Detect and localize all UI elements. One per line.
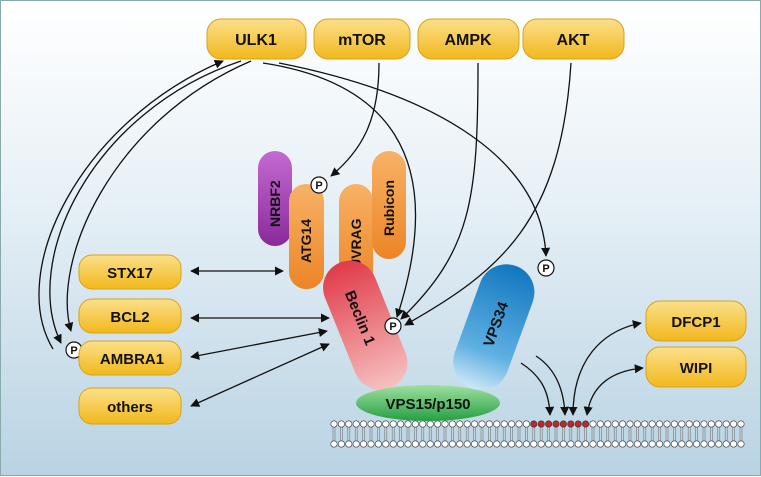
stx17-label: STX17 (107, 265, 153, 282)
dfcp1-label: DFCP1 (671, 314, 720, 331)
arrow-akt-to-beclin1 (404, 62, 572, 326)
vps15-label: VPS15/p150 (385, 396, 470, 413)
wipi-box: WIPI (645, 346, 747, 388)
akt-box: AKT (522, 18, 625, 60)
effector-boxes: DFCP1 WIPI (645, 300, 747, 388)
phospho-vps34: P (537, 259, 555, 277)
vps15-subunit (356, 385, 500, 421)
pi3k-complex: NRBF2 UVRAG Rubicon ATG14 VPS34 Beclin 1… (258, 151, 535, 421)
ulk1-box: ULK1 (206, 18, 307, 60)
beclin1-subunit (323, 260, 408, 390)
mtor-box: mTOR (313, 18, 411, 60)
arrow-ambra1-beclin1 (190, 328, 328, 360)
phospho-beclin1: P (384, 317, 402, 335)
lipid-bilayer (330, 420, 745, 448)
arrow-ampk-to-beclin1 (400, 62, 479, 320)
ampk-box: AMPK (417, 18, 520, 60)
kinase-boxes: ULK1 mTOR AMPK AKT (206, 18, 625, 60)
arrow-ulk1-to-beclin1 (262, 62, 417, 318)
arrow-ulk1-to-vps34 (278, 62, 551, 257)
nrbf2-label: NRBF2 (267, 180, 283, 227)
bcl2-label: BCL2 (110, 309, 149, 326)
ulk1-label: ULK1 (235, 32, 277, 49)
uvrag-label: UVRAG (348, 218, 364, 269)
arrow-ambra1-to-ulk1 (38, 60, 224, 350)
svg-text:P: P (70, 345, 77, 357)
arrow-pi3p-dfcp1 (568, 320, 642, 416)
ambra1-label: AMBRA1 (100, 351, 164, 368)
ambra1-box: AMBRA1 (78, 340, 182, 376)
rubicon-label: Rubicon (381, 180, 397, 236)
others-box: others (78, 387, 182, 425)
arrow-complex-to-pi3p-1 (520, 362, 555, 416)
dfcp1-box: DFCP1 (645, 300, 747, 342)
phospho-sites: P P P P (65, 176, 555, 359)
wipi-label: WIPI (680, 360, 713, 377)
arrows (38, 60, 644, 416)
mtor-label: mTOR (338, 32, 386, 49)
svg-text:P: P (389, 321, 396, 333)
atg14-label: ATG14 (298, 219, 314, 263)
phospho-atg14: P (310, 176, 328, 194)
svg-text:P: P (315, 180, 322, 192)
phospho-ambra1: P (65, 341, 83, 359)
vps34-subunit (453, 264, 535, 390)
nrbf2-subunit (258, 151, 292, 246)
stx17-box: STX17 (78, 254, 182, 290)
arrow-mtor-to-atg14 (330, 62, 380, 177)
ampk-label: AMPK (444, 32, 492, 49)
arrow-ulk1-to-ambra1 (49, 60, 242, 344)
interactor-boxes: STX17 BCL2 AMBRA1 others (78, 254, 182, 425)
akt-label: AKT (557, 32, 590, 49)
arrow-pi3p-wipi (583, 364, 644, 416)
arrow-ulk1-to-ambra1-p (64, 60, 252, 332)
others-label: others (107, 399, 153, 416)
atg14-subunit (289, 184, 324, 289)
svg-text:P: P (542, 263, 549, 275)
arrow-others-beclin1 (190, 343, 330, 407)
bcl2-box: BCL2 (78, 298, 182, 334)
arrow-complex-to-pi3p-2 (535, 355, 570, 416)
rubicon-subunit (372, 151, 406, 259)
